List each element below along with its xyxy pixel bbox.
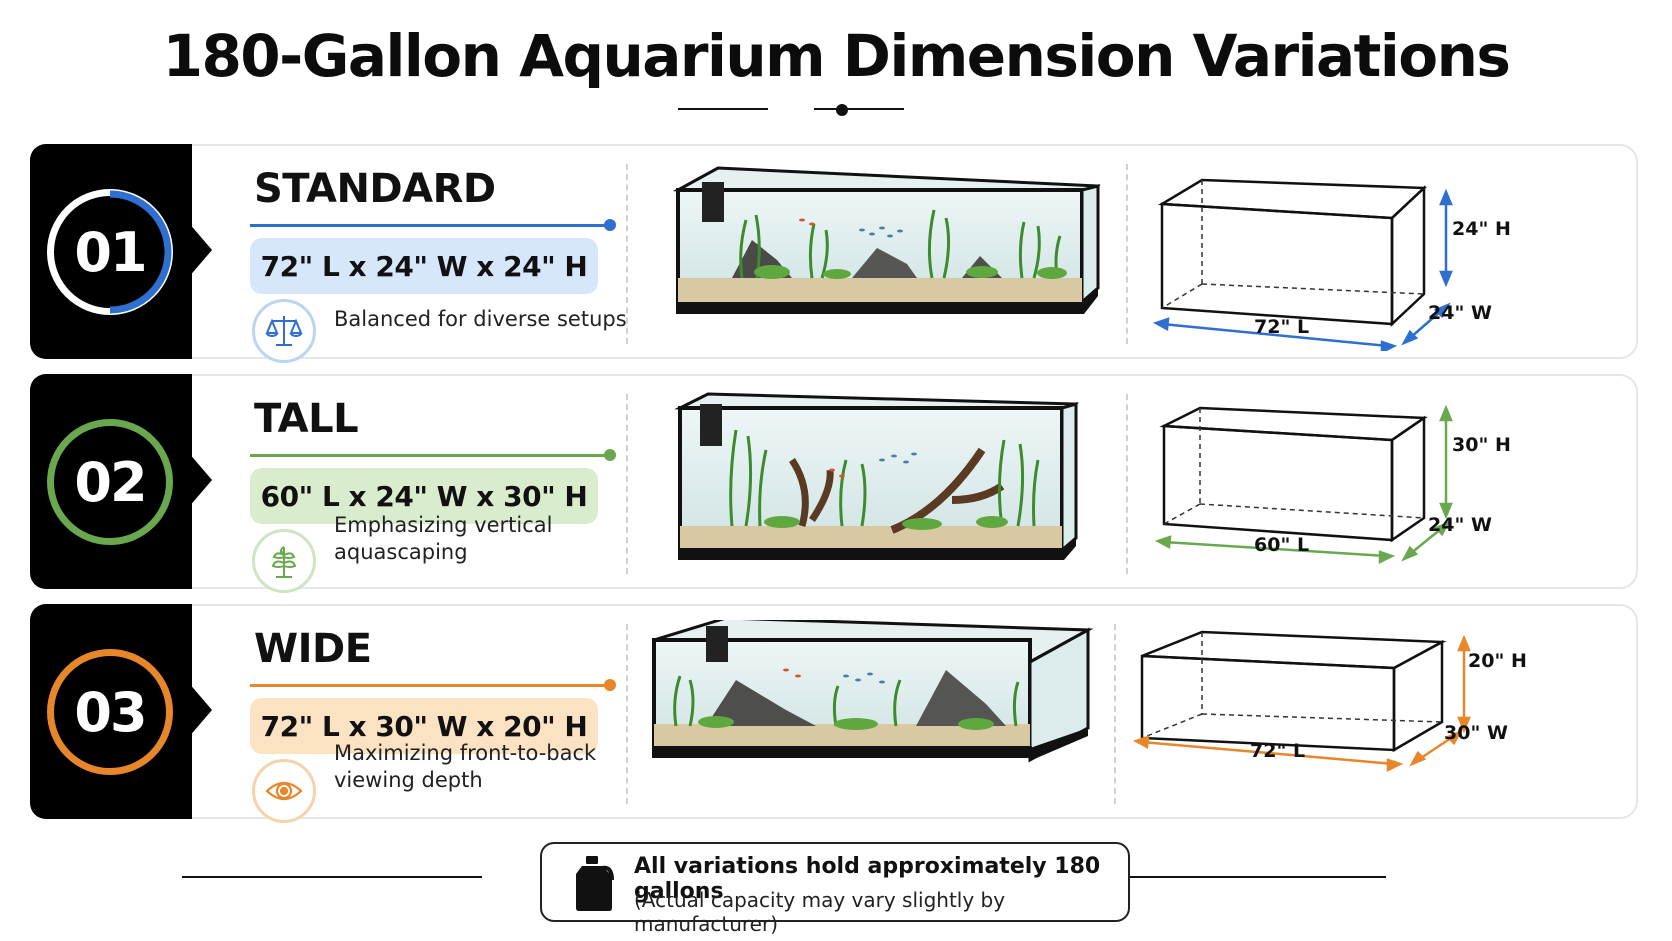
section-divider — [1126, 164, 1128, 344]
page-title: 180-Gallon Aquarium Dimension Variations — [162, 22, 1511, 90]
number-badge: 02 — [47, 419, 173, 545]
dimensions-pill: 72" L x 30" W x 20" H — [250, 698, 598, 754]
dimensions-pill: 72" L x 24" W x 24" H — [250, 238, 598, 294]
title-divider-left — [678, 108, 768, 110]
height-label: 20" H — [1468, 650, 1527, 672]
height-label: 30" H — [1452, 434, 1511, 456]
capacity-note-sub: (Actual capacity may vary slightly by ma… — [634, 888, 1006, 936]
variation-card-standard: 01 STANDARD 72" L x 24" W x 24" H Balanc… — [30, 144, 1638, 363]
aquarium-illustration — [672, 166, 1101, 314]
dimension-box-diagram — [1152, 178, 1453, 351]
dimensions-pill: 60" L x 24" W x 30" H — [250, 468, 598, 524]
variation-card-tall: 02 TALL 60" L x 24" W x 30" H Emphasizin… — [30, 374, 1638, 593]
length-label: 72" L — [1254, 316, 1310, 338]
section-divider — [626, 624, 628, 804]
variation-name: STANDARD — [254, 166, 496, 212]
number-badge: 03 — [47, 649, 173, 775]
variation-name: TALL — [254, 396, 359, 442]
title-divider-dot — [836, 104, 848, 116]
width-label: 24" W — [1428, 514, 1492, 536]
eye-icon — [252, 759, 316, 823]
variation-number: 01 — [74, 220, 147, 284]
variation-card-wide: 03 WIDE 72" L x 30" W x 20" H Maximizing… — [30, 604, 1638, 823]
length-label: 60" L — [1254, 534, 1310, 556]
balance-scale-icon — [252, 299, 316, 363]
height-label: 24" H — [1452, 218, 1511, 240]
capacity-note: All variations hold approximately 180 ga… — [540, 842, 1130, 936]
width-label: 24" W — [1428, 302, 1492, 324]
variation-description: Maximizing front-to-back viewing depth — [334, 741, 597, 792]
badge-ring — [109, 190, 172, 314]
accent-line-dot — [604, 679, 616, 691]
section-divider — [626, 394, 628, 574]
number-badge: 01 — [47, 189, 173, 315]
aquarium-illustration — [674, 392, 1079, 560]
footer-divider-left — [182, 876, 482, 878]
accent-line-dot — [604, 219, 616, 231]
accent-line — [250, 224, 608, 227]
number-tab: 02 — [30, 374, 212, 589]
number-tab: 01 — [30, 144, 212, 359]
plant-icon — [252, 529, 316, 593]
variation-name: WIDE — [254, 626, 372, 672]
dimension-box-diagram — [1154, 404, 1453, 565]
footer-divider-right — [1086, 876, 1386, 878]
variation-number: 03 — [74, 680, 147, 744]
number-tab: 03 — [30, 604, 212, 819]
title-divider-right — [814, 108, 904, 110]
dimension-box-diagram — [1132, 630, 1471, 773]
width-label: 30" W — [1444, 722, 1508, 744]
variation-description: Emphasizing vertical aquascaping — [334, 513, 553, 564]
accent-line-dot — [604, 449, 616, 461]
variation-number: 02 — [74, 450, 147, 514]
section-divider — [626, 164, 628, 344]
section-divider — [1114, 624, 1116, 804]
accent-line — [250, 684, 608, 687]
length-label: 72" L — [1250, 740, 1306, 762]
accent-line — [250, 454, 608, 457]
water-jug-icon — [576, 856, 614, 911]
variation-description: Balanced for diverse setups — [334, 307, 627, 331]
aquarium-illustration — [652, 620, 1094, 763]
capacity-note-main: All variations hold approximately 180 ga… — [634, 854, 1101, 904]
section-divider — [1126, 394, 1128, 574]
